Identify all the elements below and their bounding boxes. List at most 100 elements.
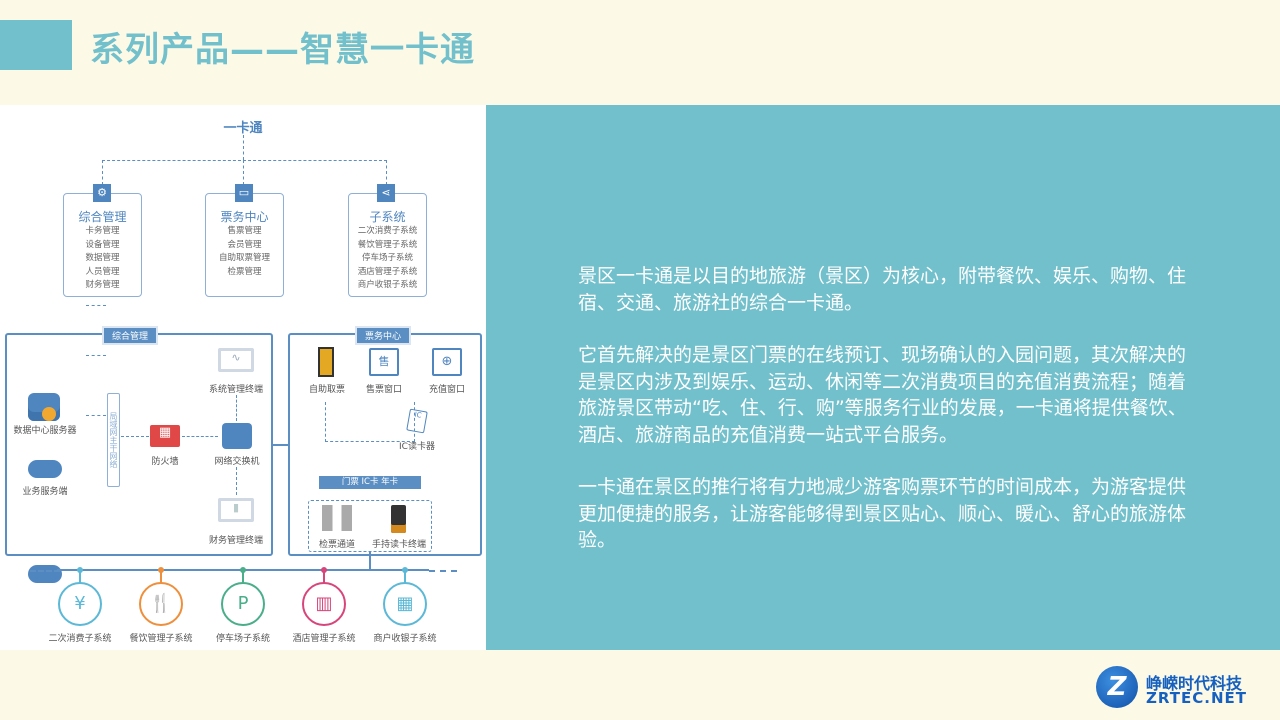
box-item: 餐饮管理子系统 <box>357 239 418 250</box>
card-types-bar: 门票 IC卡 年卡 <box>319 476 421 489</box>
switch-icon <box>222 423 252 449</box>
box-item: 商户收银子系统 <box>357 280 418 290</box>
connector <box>273 444 288 446</box>
connector <box>182 436 218 437</box>
subsystem-label: 停车场子系统 <box>215 634 271 644</box>
subsystem-icon: 🍴 <box>139 582 183 626</box>
database-badge <box>42 407 56 421</box>
label: 系统管理终端 <box>208 385 264 395</box>
box-item: 酒店管理子系统 <box>357 266 418 277</box>
cloud-icon <box>28 565 62 583</box>
connector <box>86 355 106 356</box>
box-title: 子系统 <box>369 210 406 224</box>
subsystem-label: 商户收银子系统 <box>373 634 437 644</box>
description-panel: 景区一卡通是以目的地旅游（景区）为核心，附带餐饮、娱乐、购物、住宿、交通、旅游社… <box>486 105 1280 650</box>
bus-node <box>402 567 408 573</box>
box-item: 售票管理 <box>227 226 262 236</box>
bus-node <box>77 567 83 573</box>
sale-window-icon: 售 <box>369 348 399 376</box>
diagram-root: 一卡通 <box>223 121 263 136</box>
label: IC读卡器 <box>399 442 435 452</box>
subsystem-label: 酒店管理子系统 <box>292 634 356 644</box>
bus-dash <box>30 570 60 572</box>
box-subsystems: 子系统 二次消费子系统 餐饮管理子系统 停车场子系统 酒店管理子系统 商户收银子… <box>348 193 427 297</box>
subsystem-label: 二次消费子系统 <box>48 634 112 644</box>
box-item: 停车场子系统 <box>361 253 413 263</box>
box-item: 人员管理 <box>85 266 120 277</box>
label: 售票窗口 <box>365 385 403 395</box>
subsystem-icon: ▦ <box>383 582 427 626</box>
box-item: 数据管理 <box>85 253 120 263</box>
box-item: 财务管理 <box>85 280 120 290</box>
subsystem-label: 餐饮管理子系统 <box>129 634 193 644</box>
ticket-tag: 票务中心 <box>354 326 412 345</box>
connector <box>86 415 106 416</box>
connector <box>242 571 244 583</box>
subsystem-icon: ¥ <box>58 582 102 626</box>
box-item: 设备管理 <box>85 239 120 250</box>
box-mgmt: 综合管理 卡务管理 设备管理 数据管理 人员管理 财务管理 <box>63 193 142 297</box>
paragraph: 它首先解决的是景区门票的在线预订、现场确认的入园问题，其次解决的是景区内涉及到娱… <box>578 344 1187 446</box>
subsystem-icon: P <box>221 582 265 626</box>
label: 自助取票 <box>308 385 346 395</box>
monitor-icon: ∿ <box>218 348 254 372</box>
handheld-icon <box>391 505 406 533</box>
kiosk-icon <box>318 347 334 377</box>
connector <box>236 467 237 495</box>
gate-group <box>308 500 432 552</box>
label: 财务管理终端 <box>208 536 264 546</box>
connector <box>404 571 406 583</box>
box-title: 综合管理 <box>78 210 127 224</box>
description-text: 景区一卡通是以目的地旅游（景区）为核心，附带餐饮、娱乐、购物、住宿、交通、旅游社… <box>578 263 1198 580</box>
box-item: 自助取票管理 <box>218 253 270 263</box>
connector <box>243 135 244 160</box>
bus-node <box>240 567 246 573</box>
label: 充值窗口 <box>428 385 466 395</box>
connector <box>86 305 106 306</box>
connector <box>121 436 149 437</box>
system-diagram: 一卡通 综合管理 卡务管理 设备管理 数据管理 人员管理 财务管理 ⚙ 票务中心… <box>0 105 486 650</box>
connector <box>236 395 237 421</box>
bus-dash <box>429 570 457 572</box>
ticket-icon: ▭ <box>235 184 253 202</box>
box-ticket: 票务中心 售票管理 会员管理 自助取票管理 检票管理 <box>205 193 284 297</box>
recharge-window-icon: ⊕ <box>432 348 462 376</box>
subsystem-icon: ▥ <box>302 582 346 626</box>
paragraph: 景区一卡通是以目的地旅游（景区）为核心，附带餐饮、娱乐、购物、住宿、交通、旅游社… <box>578 265 1187 314</box>
connector <box>102 160 387 185</box>
connector <box>121 329 147 330</box>
logo-mark: Z <box>1096 666 1138 708</box>
connector <box>325 402 415 442</box>
connector <box>79 571 81 583</box>
gear-icon: ⚙ <box>93 184 111 202</box>
label: 防火墙 <box>151 457 179 467</box>
slide-title: 系列产品——智慧一卡通 <box>90 30 475 70</box>
connector <box>369 552 371 570</box>
lan-backbone: 局域网主干网络 <box>107 393 120 487</box>
share-icon: ⋖ <box>377 184 395 202</box>
box-item: 二次消费子系统 <box>357 226 418 236</box>
logo-cn: 峥嵘时代科技 <box>1146 674 1243 693</box>
turnstile-icon <box>322 505 352 531</box>
label: 检票通道 <box>318 540 356 550</box>
box-item: 卡务管理 <box>85 226 120 236</box>
label: 手持读卡终端 <box>371 540 427 550</box>
bus-node <box>158 567 164 573</box>
paragraph: 一卡通在景区的推行将有力地减少游客购票环节的时间成本，为游客提供更加便捷的服务，… <box>578 476 1187 551</box>
mgmt-tag: 综合管理 <box>101 326 159 345</box>
bus-node <box>321 567 327 573</box>
firewall-icon: ▦ <box>150 425 180 447</box>
box-item: 会员管理 <box>227 239 262 250</box>
connector <box>160 571 162 583</box>
label: 业务服务端 <box>22 487 68 497</box>
box-item: 检票管理 <box>227 266 262 277</box>
chart-monitor-icon: ▮ <box>218 498 254 522</box>
title-accent-block <box>0 20 72 70</box>
connector <box>243 160 244 185</box>
box-title: 票务中心 <box>220 210 269 224</box>
label: 数据中心服务器 <box>13 426 77 436</box>
logo-en: ZRTEC.NET <box>1146 689 1247 707</box>
cloud-icon <box>28 460 62 478</box>
label: 网络交换机 <box>214 457 260 467</box>
connector <box>323 571 325 583</box>
